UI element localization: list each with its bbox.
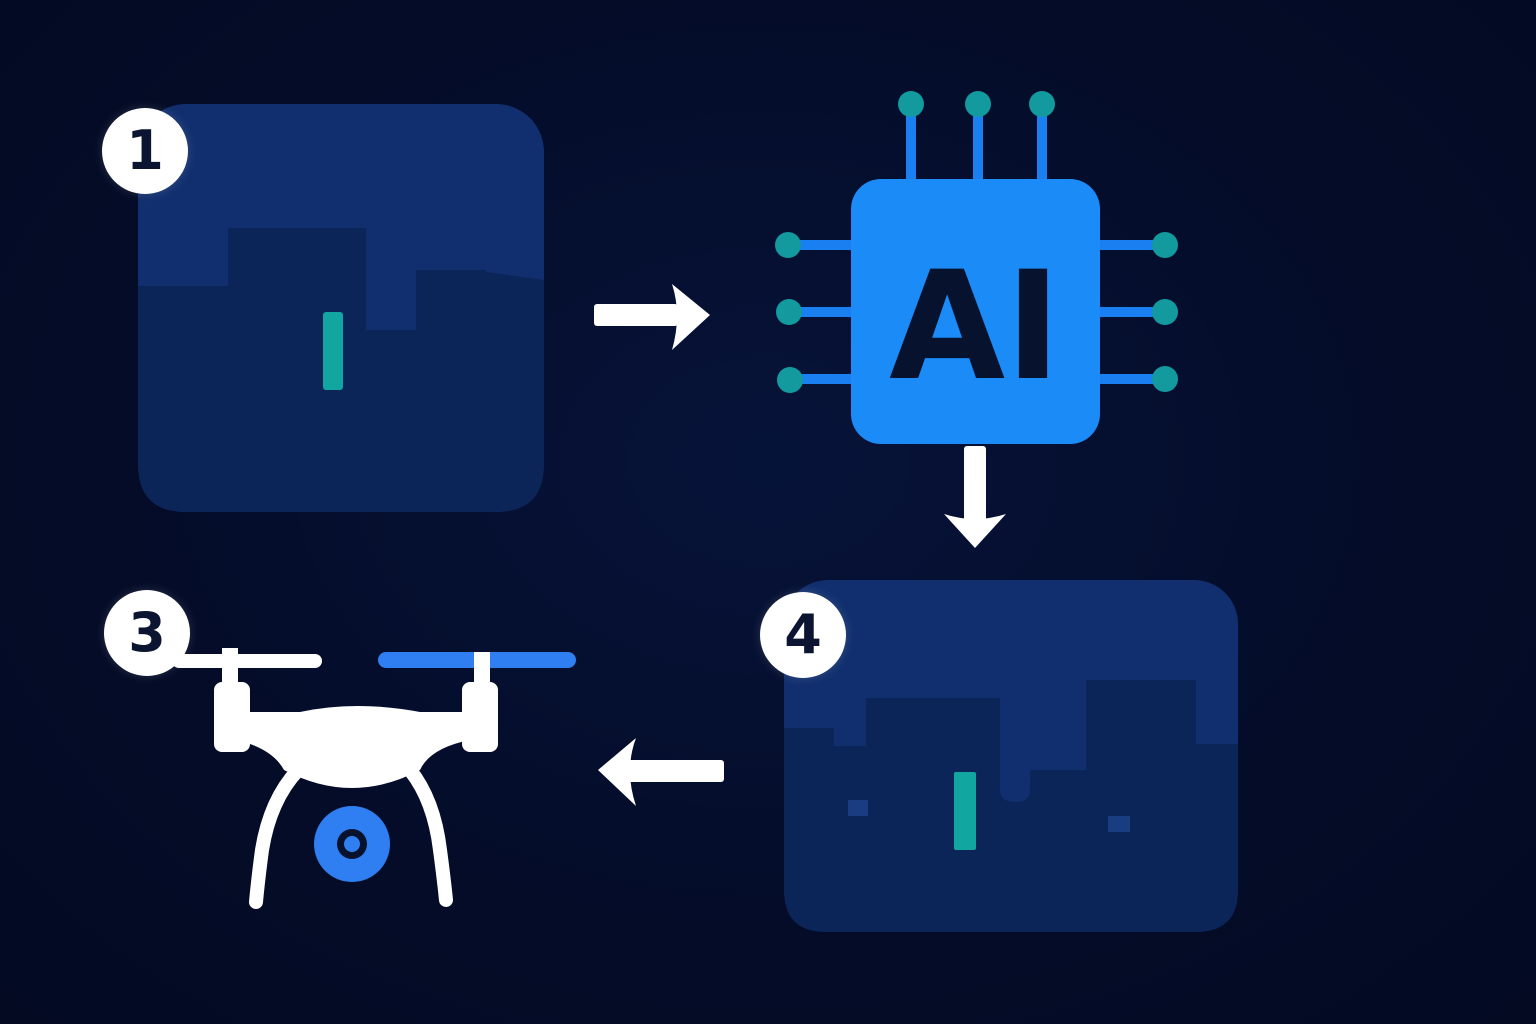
- teal-bar-icon: [323, 312, 343, 390]
- drone-icon: [172, 648, 576, 909]
- chip-right-pins: [1096, 232, 1178, 392]
- city-image-input-panel: [138, 104, 544, 512]
- step-badge-3: 3: [104, 590, 190, 676]
- landing-leg-left: [249, 763, 305, 909]
- chip-label: AI: [889, 240, 1061, 414]
- arrow-right-icon: [594, 284, 710, 350]
- window-block: [848, 800, 868, 816]
- city-image-output-panel: [784, 580, 1238, 932]
- chip-top-pins: [898, 91, 1055, 184]
- step-badge-4: 4: [760, 592, 846, 678]
- camera-lens-icon: [314, 806, 390, 882]
- arrow-down-icon: [944, 446, 1006, 548]
- step-badge-1: 1: [102, 108, 188, 194]
- landing-leg-right: [403, 763, 453, 907]
- chip-left-pins: [775, 232, 856, 393]
- propeller-left: [172, 654, 322, 668]
- window-block: [1108, 816, 1130, 832]
- teal-bar-icon: [954, 772, 976, 850]
- arrow-left-icon: [598, 738, 724, 806]
- drone-body: [236, 706, 470, 788]
- city-skyline-icon: [784, 680, 1238, 932]
- chip-body: [851, 179, 1100, 444]
- ai-chip-icon: AI: [775, 91, 1178, 444]
